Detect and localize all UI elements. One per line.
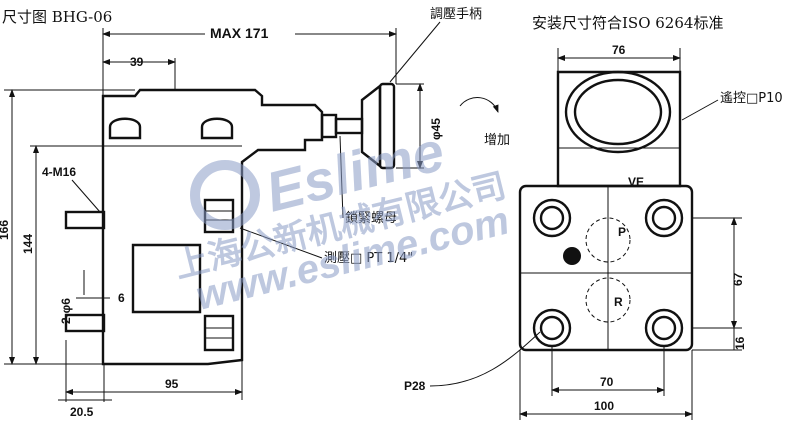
ve-label: VE xyxy=(628,175,644,189)
side-view: MAX 171 39 166 144 4-M16 6 2-φ6 95 20.5 … xyxy=(0,7,510,419)
watermark-logo-icon xyxy=(190,160,260,230)
body-window xyxy=(131,243,202,314)
dim-76-label: 76 xyxy=(612,43,626,57)
dim-6-label: 6 xyxy=(118,291,125,305)
increase-arrow xyxy=(459,97,499,113)
inlet-stub xyxy=(64,210,106,230)
handle-knob xyxy=(378,82,396,170)
valve-body-outline xyxy=(101,88,324,366)
dim-16-label: 16 xyxy=(733,336,747,350)
dim-70-label: 70 xyxy=(600,375,614,389)
dim-100-label: 100 xyxy=(594,399,614,413)
upper-plug-left xyxy=(108,117,142,140)
lock-nut xyxy=(334,117,364,135)
pilot-port xyxy=(563,247,581,265)
dim-20-5-label: 20.5 xyxy=(70,405,94,419)
bolt-hole-bl xyxy=(532,308,572,348)
handle-circle xyxy=(564,70,672,154)
top-view: P R VE 76 遙控□P10 67 16 70 100 P28 xyxy=(404,43,783,420)
dim-67-label: 67 xyxy=(731,272,745,286)
dim-95-label: 95 xyxy=(165,377,179,391)
phi45-label: φ45 xyxy=(429,118,443,140)
adjust-stem xyxy=(320,113,338,139)
mounting-face xyxy=(518,184,694,352)
side-plug-lower xyxy=(203,314,235,352)
port-r-label: R xyxy=(614,295,623,309)
locknut-callout: 鎖緊螺母 xyxy=(345,210,397,226)
remote-port-callout: 遙控□P10 xyxy=(720,91,783,106)
outlet-stub xyxy=(64,313,106,333)
watermark: Eslime 上海公新机械有限公司 www.eslime.com xyxy=(171,119,514,319)
handle-callout: 調壓手柄 xyxy=(430,7,482,22)
bolt-hole-tr xyxy=(644,198,684,238)
dim-166-label: 166 xyxy=(0,220,11,240)
bolt-hole-tl xyxy=(532,198,572,238)
bolt-hole-br xyxy=(644,308,684,348)
port-p-label: P xyxy=(618,225,626,239)
drawing-title: 尺寸图 BHG-06 xyxy=(2,8,112,26)
thread-label: 4-M16 xyxy=(42,165,76,179)
dim-2phi6-label: 2-φ6 xyxy=(59,298,73,324)
p28-leader xyxy=(429,331,541,387)
gauge-port-callout: 測壓□ PT 1/4" xyxy=(324,251,413,266)
port-r xyxy=(585,277,631,323)
dim-144-label: 144 xyxy=(21,234,35,254)
p28-callout: P28 xyxy=(404,379,426,393)
increase-label: 增加 xyxy=(484,133,510,148)
upper-plug-right xyxy=(200,117,234,140)
dim-39-label: 39 xyxy=(130,55,144,69)
max-length-label: MAX 171 xyxy=(210,25,269,41)
handle-inner-circle xyxy=(573,78,663,146)
standard-note: 安装尺寸符合ISO 6264标准 xyxy=(532,14,723,32)
port-p xyxy=(585,217,631,263)
